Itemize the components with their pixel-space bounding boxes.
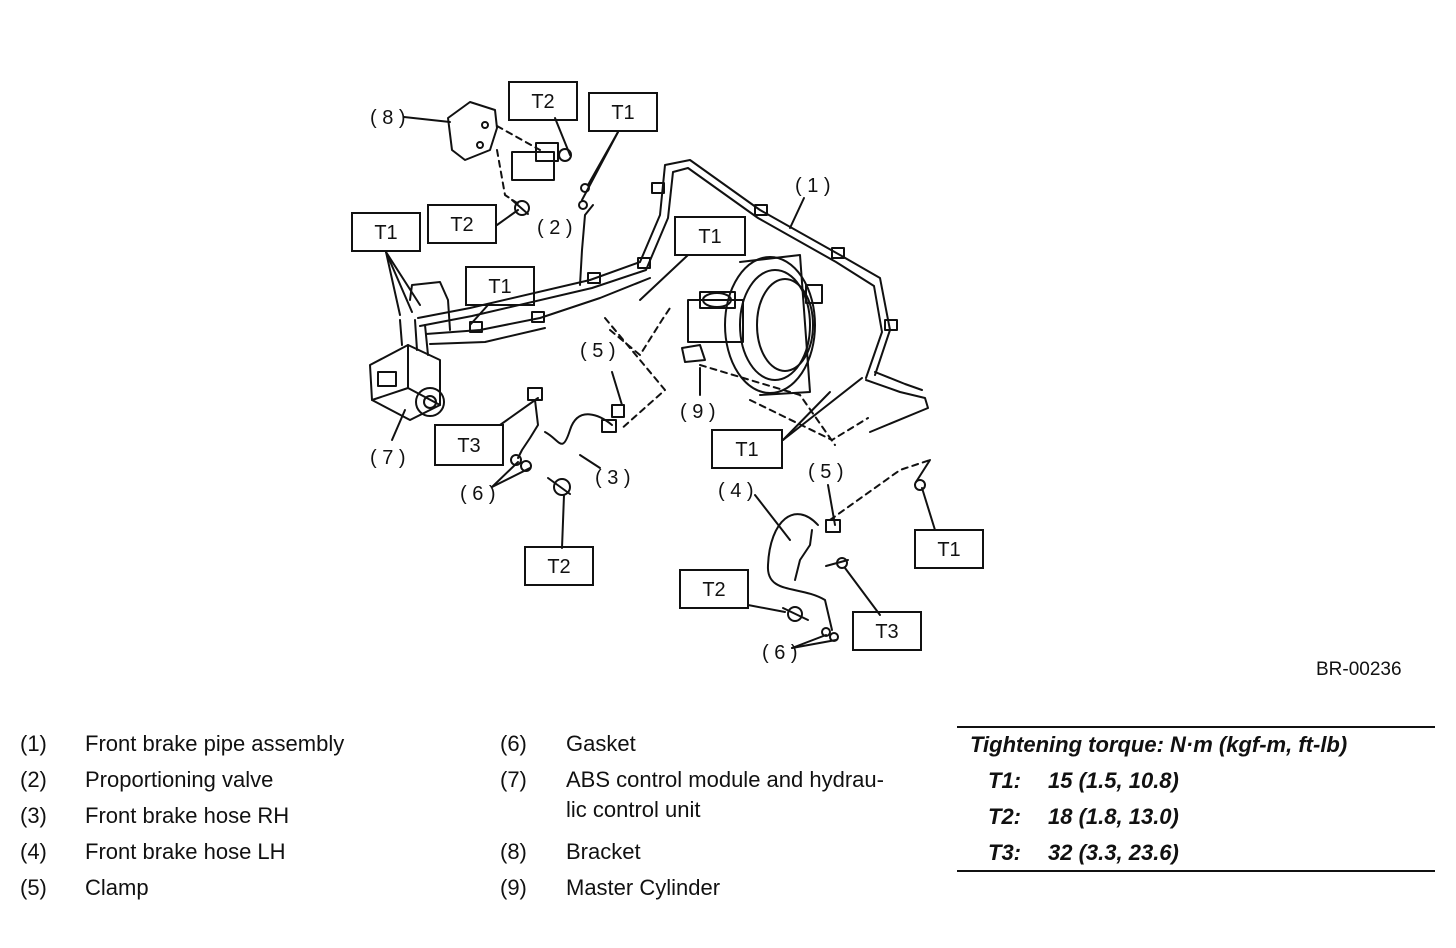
- callout-1: ( 1 ): [795, 175, 831, 197]
- master-cylinder: [681, 254, 823, 396]
- legend-number: (9): [500, 875, 527, 900]
- torque-tag-box: [852, 611, 922, 651]
- legend-number: (2): [20, 767, 47, 792]
- torque-tag-label: T1: [735, 439, 758, 461]
- torque-key: T1:: [988, 768, 1021, 793]
- torque-key: T2:: [988, 804, 1021, 829]
- bracket: [403, 101, 498, 161]
- legend-label: ABS control module and hydrau-: [566, 767, 884, 792]
- torque-tag-box: [465, 266, 535, 306]
- brake-line-diagram: T2 T1 T1 T2 T1 T1 T3 T1 T2 T1 T2 T3 ( 1 …: [351, 81, 984, 664]
- torque-tag-labels: T2 T1 T1 T2 T1 T1 T3 T1 T2 T1 T2 T3: [374, 91, 960, 643]
- callout-6: ( 6 ): [762, 642, 798, 664]
- legend-label: Front brake pipe assembly: [85, 731, 345, 756]
- legend-number: (4): [20, 839, 47, 864]
- legend-label: Master Cylinder: [566, 875, 721, 900]
- legend-label: Bracket: [566, 839, 641, 864]
- front-brake-pipe-assembly: [409, 159, 929, 433]
- callout-6: ( 6 ): [460, 483, 496, 505]
- legend-label: Front brake hose RH: [85, 803, 290, 828]
- torque-tag-box: [711, 429, 783, 469]
- legend-number: (5): [20, 875, 47, 900]
- legend-label: Gasket: [566, 731, 636, 756]
- torque-tag-box: [524, 546, 594, 586]
- torque-tag-label: T3: [457, 435, 480, 457]
- legend-label: Front brake hose LH: [85, 839, 286, 864]
- legend-number: (3): [20, 803, 47, 828]
- torque-key: T3:: [988, 840, 1021, 865]
- callout-7: ( 7 ): [370, 447, 406, 469]
- legend-number: (6): [500, 731, 527, 756]
- torque-tag-label: T1: [488, 276, 511, 298]
- callout-4: ( 4 ): [718, 480, 754, 502]
- torque-value: 32 (3.3, 23.6): [1048, 840, 1179, 865]
- torque-tag-label: T2: [450, 214, 473, 236]
- torque-tag-box: [914, 529, 984, 569]
- torque-tag-label: T1: [611, 102, 634, 124]
- front-brake-hose-lh: [766, 459, 931, 642]
- legend-number: (1): [20, 731, 47, 756]
- legend-label: Proportioning valve: [85, 767, 274, 792]
- torque-tag-label: T2: [702, 579, 725, 601]
- assembly-dashed-guides: [496, 125, 931, 521]
- torque-tag-box: [508, 81, 578, 121]
- torque-tag-box: [674, 216, 746, 256]
- torque-tag-box: [679, 569, 749, 609]
- callout-5: ( 5 ): [580, 340, 616, 362]
- callout-8: ( 8 ): [370, 107, 406, 129]
- callout-3: ( 3 ): [595, 467, 631, 489]
- table-top-rule: [957, 726, 1435, 728]
- torque-tag-label: T1: [698, 226, 721, 248]
- torque-value: 15 (1.5, 10.8): [1048, 768, 1179, 793]
- torque-tag-label: T3: [875, 621, 898, 643]
- table-bottom-rule: [957, 870, 1435, 872]
- torque-tag-box: [434, 424, 504, 466]
- torque-tag-label: T2: [547, 556, 570, 578]
- proportioning-valve: [511, 142, 590, 210]
- abs-control-module: [369, 319, 445, 421]
- leader-lines: [385, 117, 936, 649]
- torque-tag-label: T2: [531, 91, 554, 113]
- legend-number: (8): [500, 839, 527, 864]
- torque-value: 18 (1.8, 13.0): [1048, 804, 1179, 829]
- torque-tag-label: T1: [937, 539, 960, 561]
- torque-tag-label: T1: [374, 222, 397, 244]
- figure-id: BR-00236: [1316, 659, 1402, 680]
- torque-heading: Tightening torque: N·m (kgf-m, ft-lb): [970, 732, 1348, 757]
- torque-tag-box: [427, 204, 497, 244]
- torque-tag-box: [588, 92, 658, 132]
- legend-label: lic control unit: [566, 797, 701, 822]
- callout-2: ( 2 ): [537, 217, 573, 239]
- torque-tags: [351, 81, 984, 651]
- legend-number: (7): [500, 767, 527, 792]
- torque-tag-box: [351, 212, 421, 252]
- legend-label: Clamp: [85, 875, 149, 900]
- callout-labels: ( 1 ) ( 2 ) ( 3 ) ( 4 ) ( 5 ) ( 5 ) ( 6 …: [370, 107, 844, 664]
- callout-5: ( 5 ): [808, 461, 844, 483]
- callout-9: ( 9 ): [680, 401, 716, 423]
